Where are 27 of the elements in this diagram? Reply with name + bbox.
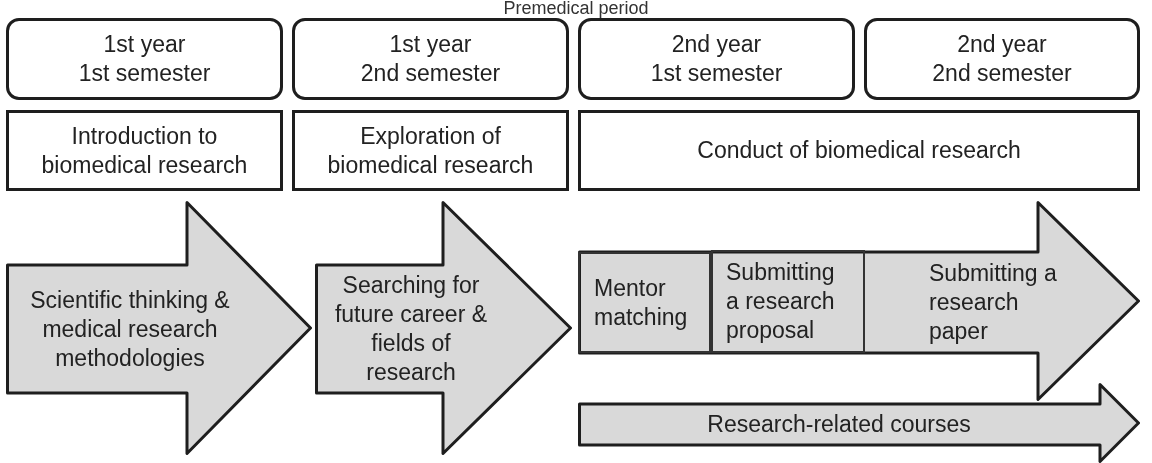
semester-box bbox=[864, 18, 1140, 100]
phase-box bbox=[578, 110, 1140, 191]
semester-label: 1st year 1st semester bbox=[78, 30, 211, 88]
phase-box bbox=[6, 110, 283, 191]
semester-box bbox=[292, 18, 569, 100]
semester-label: 2nd year 2nd semester bbox=[932, 30, 1072, 88]
step-label: Submitting a research proposal bbox=[726, 258, 835, 345]
step-box bbox=[578, 252, 711, 353]
semester-label: 1st year 2nd semester bbox=[360, 30, 501, 88]
phase-label: Exploration of biomedical research bbox=[327, 121, 534, 180]
step-label: Submitting a research paper bbox=[929, 259, 1057, 346]
diagram-title: Premedical period bbox=[503, 0, 649, 17]
activity-label: Research-related courses bbox=[707, 410, 971, 439]
pointed-panel bbox=[578, 201, 1140, 401]
semester-box bbox=[578, 18, 855, 100]
pointed-panel bbox=[315, 201, 572, 455]
activity-label: Scientific thinking & medical research methodologies bbox=[30, 285, 230, 373]
semester-box bbox=[6, 18, 283, 100]
phase-box bbox=[292, 110, 569, 191]
activity-label: Searching for future career & fields of research bbox=[334, 271, 488, 387]
semester-label: 2nd year 1st semester bbox=[650, 30, 783, 88]
step-label: Mentor matching bbox=[594, 273, 688, 332]
phase-label: Introduction to biomedical research bbox=[41, 121, 248, 180]
step-box bbox=[711, 250, 865, 353]
pointed-panel bbox=[6, 201, 312, 455]
phase-label: Conduct of biomedical research bbox=[697, 136, 1021, 165]
pointed-panel bbox=[578, 383, 1140, 463]
